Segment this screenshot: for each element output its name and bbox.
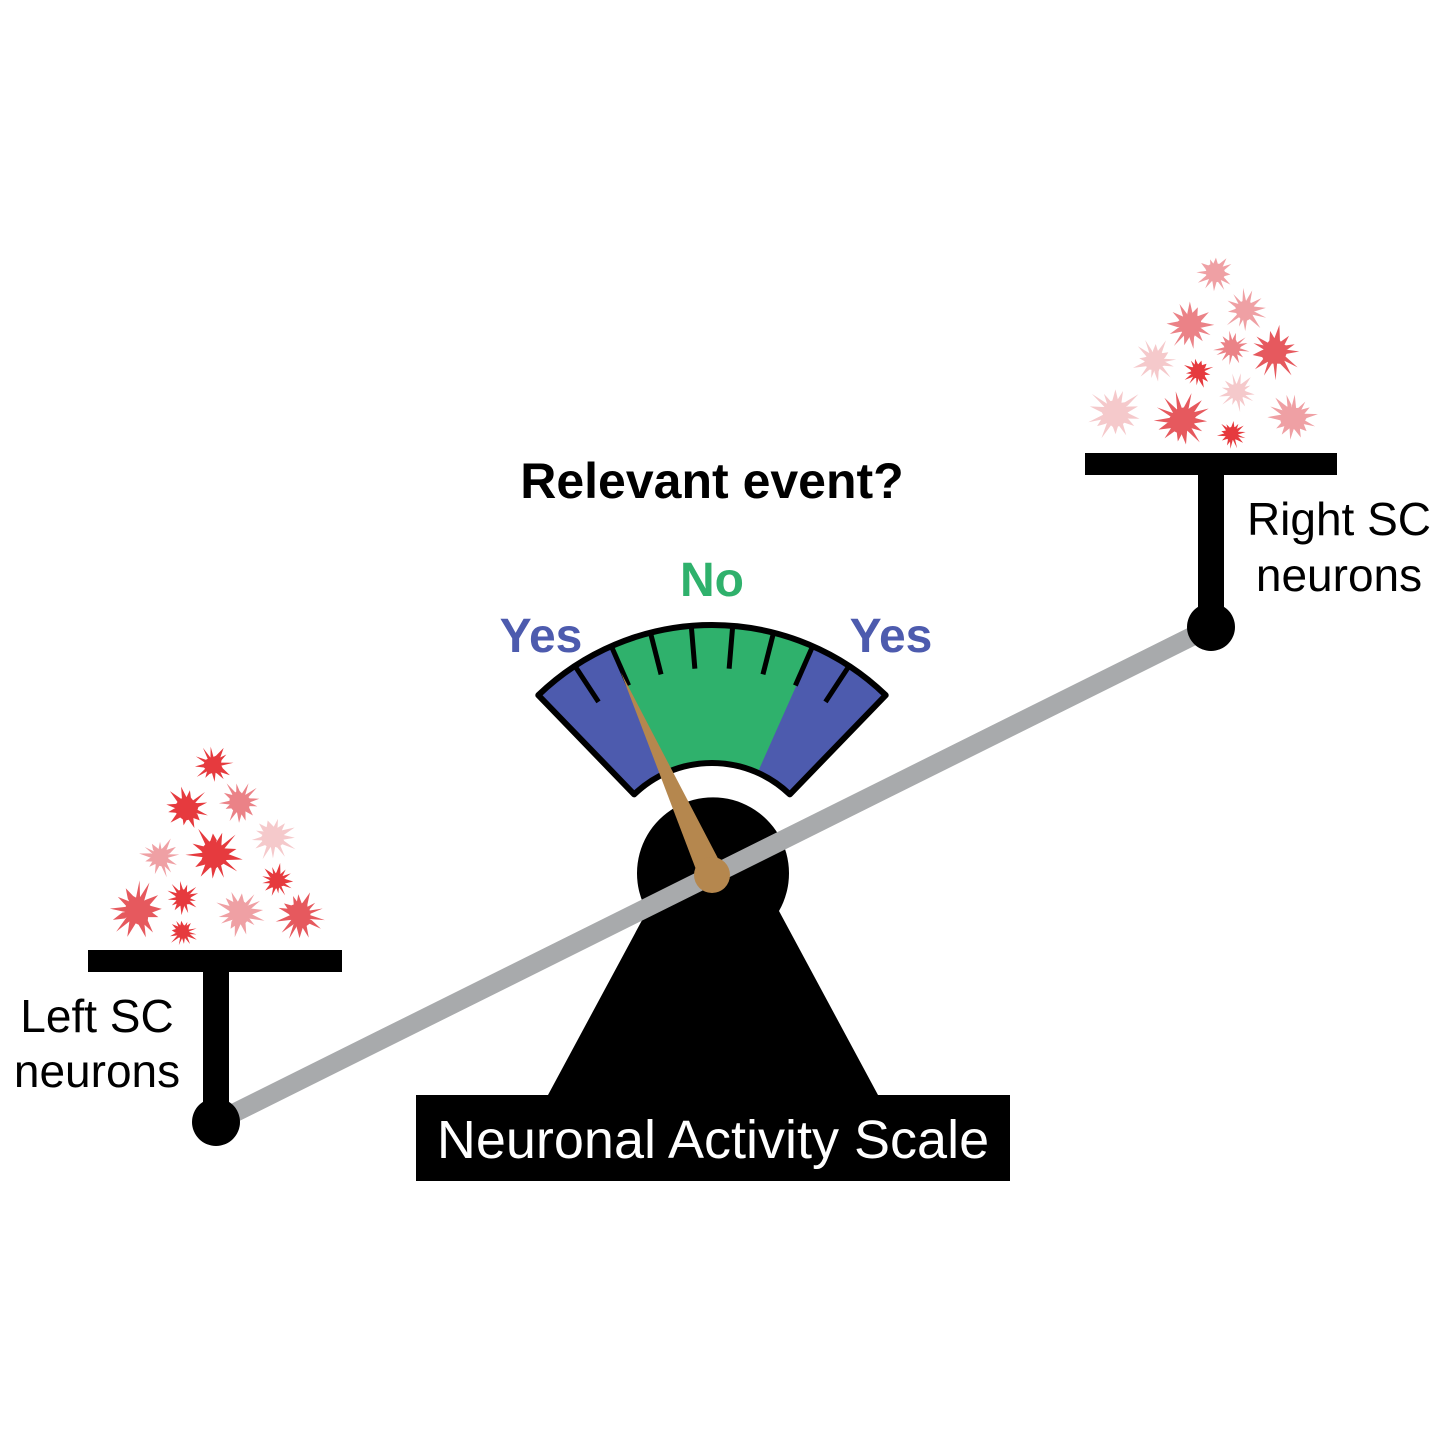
gauge-tick	[793, 646, 815, 687]
left-pan-pivot	[192, 1098, 240, 1146]
neuron	[251, 818, 296, 860]
left-pan-stem	[203, 960, 229, 1110]
neuron	[1166, 301, 1215, 349]
fulcrum-body	[548, 797, 878, 1095]
gauge-tick	[760, 634, 776, 675]
gauge-tick	[823, 666, 851, 704]
gauge-title: Relevant event?	[520, 453, 903, 509]
neuron	[109, 880, 162, 938]
gauge	[535, 622, 889, 893]
gauge-tick	[573, 666, 601, 704]
neuron	[1088, 389, 1140, 439]
gauge-yes-left-label: Yes	[500, 610, 583, 663]
neuron	[166, 786, 208, 828]
gauge-tick	[648, 634, 664, 675]
neuron	[1213, 330, 1250, 366]
neuron	[170, 920, 197, 946]
neuron	[185, 828, 243, 879]
neuron	[194, 746, 234, 782]
gauge-ticks	[573, 627, 851, 704]
neuron	[1216, 421, 1246, 449]
neuron	[275, 892, 325, 939]
neuron	[167, 881, 199, 916]
fulcrum: Neuronal Activity Scale	[416, 797, 1010, 1181]
neuron	[218, 783, 260, 823]
neuron	[1252, 324, 1300, 381]
neuron	[139, 838, 180, 878]
gauge-no-zone	[610, 624, 814, 773]
gauge-tick	[726, 627, 736, 669]
gauge-tick	[688, 627, 698, 669]
neuron	[216, 892, 265, 938]
neuron	[1219, 373, 1255, 413]
gauge-outline	[535, 622, 889, 798]
right-pan-pivot	[1187, 603, 1235, 651]
right-pan-label-line1: Right SC	[1247, 493, 1431, 545]
neuron-pile-right	[1088, 257, 1318, 449]
gauge-yes-right-label: Yes	[850, 610, 933, 663]
left-pan-platform	[88, 950, 342, 1146]
neuron	[1183, 358, 1214, 388]
gauge-needle	[620, 672, 724, 881]
left-pan-label-line2: neurons	[14, 1045, 180, 1097]
left-pan-label-line1: Left SC	[20, 990, 173, 1042]
gauge-needle-hub	[694, 857, 730, 893]
neuron-pile-left	[109, 746, 325, 946]
gauge-tick	[609, 646, 631, 687]
right-pan-plate	[1085, 453, 1337, 475]
right-pan-stem	[1198, 465, 1224, 615]
neuron	[1196, 257, 1232, 292]
neuron	[1153, 391, 1209, 445]
neuron	[1226, 287, 1267, 332]
fulcrum-base	[416, 1095, 1010, 1181]
fulcrum-label: Neuronal Activity Scale	[437, 1110, 989, 1170]
neuron	[262, 863, 294, 896]
neuron	[1267, 394, 1318, 440]
neuron	[1132, 340, 1177, 382]
right-pan-label-line2: neurons	[1256, 549, 1422, 601]
right-pan-platform	[1085, 453, 1337, 651]
gauge-no-label: No	[680, 554, 744, 607]
